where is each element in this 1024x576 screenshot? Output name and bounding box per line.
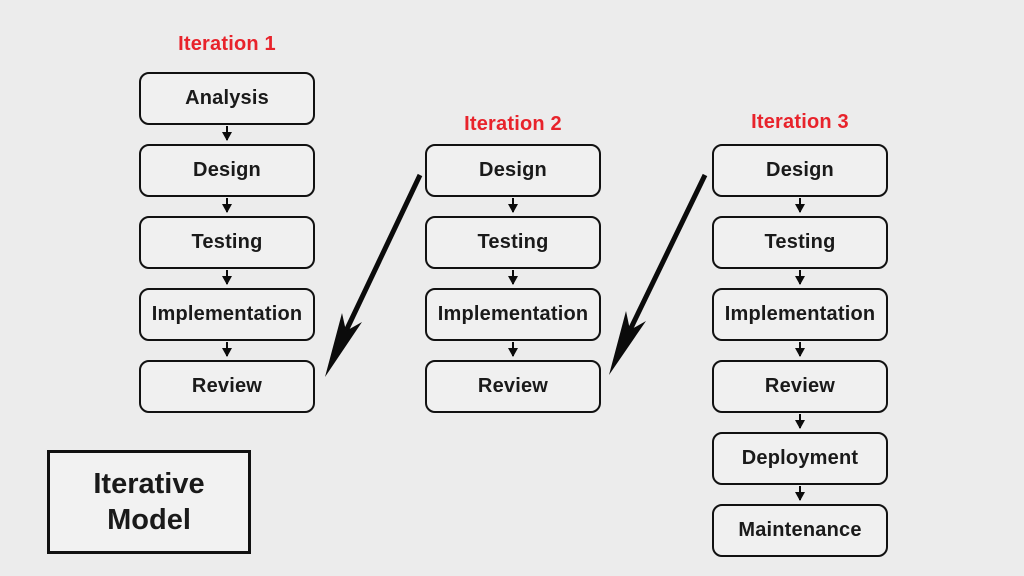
iteration3-step-design: Design [712,144,888,197]
iteration2-step-testing: Testing [425,216,601,269]
diagram-title-line2: Model [107,504,191,536]
iteration1-step-review: Review [139,360,315,413]
diagram-title-line1: Iterative [93,467,205,500]
iteration3-step-deployment: Deployment [712,432,888,485]
iteration3-step-implementation: Implementation [712,288,888,341]
iteration1-label: Iteration 1 [178,33,276,55]
iteration2-label: Iteration 2 [464,113,562,135]
iteration1-step-design: Design [139,144,315,197]
iteration3-to-iteration2-arrow [609,173,708,375]
iteration2-step-implementation: Implementation [425,288,601,341]
diagram-title-box: Iterative Model [47,450,251,554]
iteration3-step-testing: Testing [712,216,888,269]
iteration1-step-implementation: Implementation [139,288,315,341]
iteration3-label: Iteration 3 [751,111,849,133]
iteration2-step-review: Review [425,360,601,413]
iteration1-step-testing: Testing [139,216,315,269]
iteration1-step-analysis: Analysis [139,72,315,125]
iteration2-to-iteration1-arrow [325,173,423,377]
iteration3-step-review: Review [712,360,888,413]
iteration2-step-design: Design [425,144,601,197]
iteration3-step-maintenance: Maintenance [712,504,888,557]
